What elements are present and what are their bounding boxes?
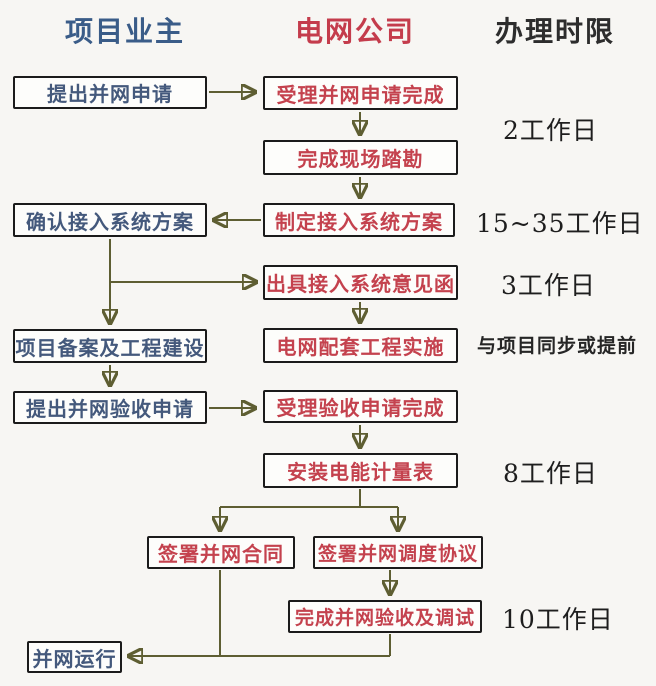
column-header-project-owner: 项目业主	[64, 15, 185, 48]
column-header-processing-time: 办理时限	[494, 15, 615, 48]
node-install-energy-meter: 安装电能计量表	[263, 453, 458, 488]
column-header-grid-company: 电网公司	[294, 15, 415, 48]
node-accept-grid-application: 受理并网申请完成	[263, 76, 458, 110]
node-confirm-access-plan: 确认接入系统方案	[13, 203, 207, 237]
node-submit-grid-application: 提出并网申请	[13, 76, 207, 109]
time-label-plan: 15~35工作日	[476, 209, 644, 238]
time-label-meter: 8工作日	[503, 459, 598, 488]
node-sign-grid-contract: 签署并网合同	[147, 536, 295, 569]
node-accept-acceptance-application: 受理验收申请完成	[263, 390, 458, 423]
node-sign-dispatch-agreement: 签署并网调度协议	[313, 536, 483, 569]
connector-merge-verticals	[219, 570, 391, 656]
time-label-letter: 3工作日	[501, 271, 596, 300]
time-label-sync-works: 与项目同步或提前	[477, 335, 638, 357]
node-make-access-plan: 制定接入系统方案	[263, 203, 455, 237]
node-grid-supporting-works: 电网配套工程实施	[263, 328, 458, 363]
node-site-survey: 完成现场踏勘	[263, 140, 458, 175]
node-project-record-construction: 项目备案及工程建设	[13, 329, 207, 363]
time-label-accept: 2工作日	[503, 116, 598, 145]
node-finish-acceptance-debug: 完成并网验收及调试	[288, 600, 482, 633]
node-submit-acceptance-application: 提出并网验收申请	[13, 391, 207, 424]
time-label-debug: 10工作日	[502, 605, 614, 634]
node-issue-access-opinion-letter: 出具接入系统意见函	[263, 265, 458, 300]
node-grid-operation: 并网运行	[27, 641, 122, 673]
connector-meter-split	[220, 489, 398, 508]
